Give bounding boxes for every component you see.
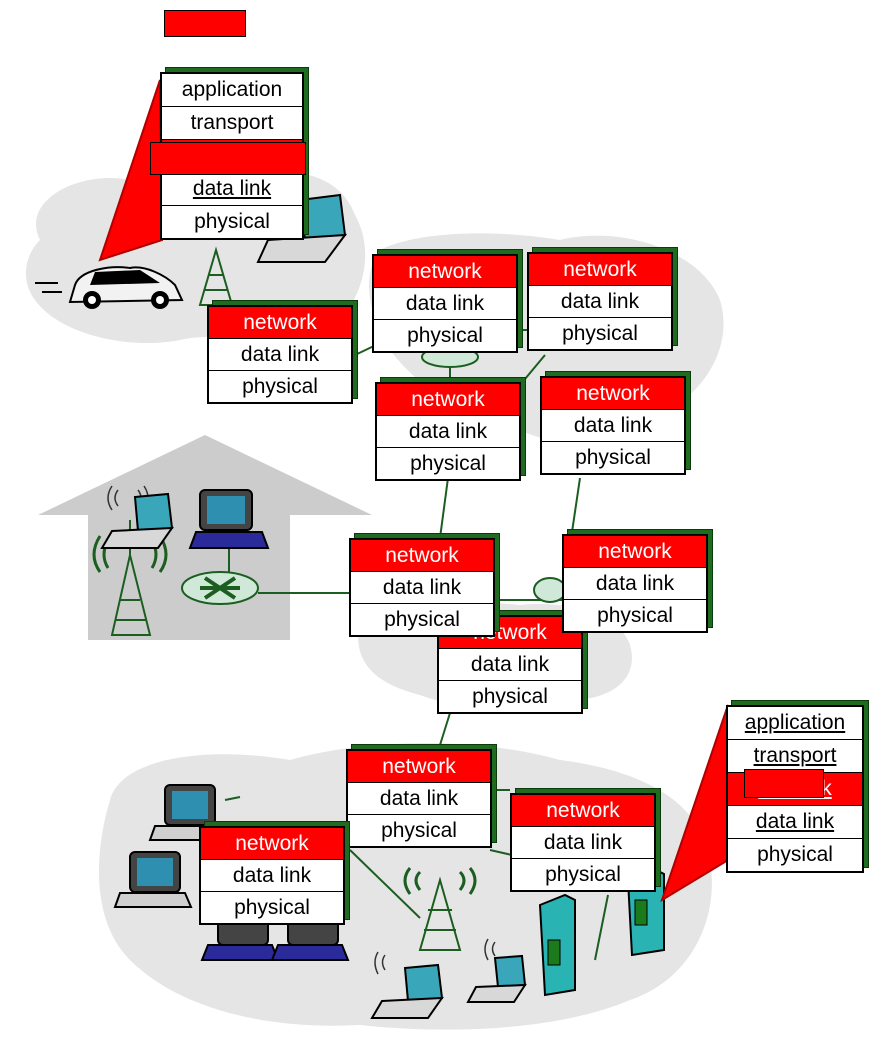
physical-layer: physical: [512, 858, 654, 890]
data-link-layer: data link: [162, 172, 302, 205]
network-layer: network: [564, 536, 706, 567]
router-stack-5: network data link physical: [540, 371, 691, 475]
router-stack-10: network data link physical: [510, 788, 661, 892]
desktop-computer-icon: [113, 851, 193, 908]
data-link-layer: data link: [512, 826, 654, 858]
physical-layer: physical: [209, 370, 351, 402]
antenna-tower-icon: [110, 554, 152, 636]
network-layer: network: [201, 828, 343, 859]
laptop-icon: [256, 193, 348, 263]
transport-layer: transport: [728, 739, 862, 772]
router-stack-11: network data link physical: [199, 821, 350, 925]
physical-layer: physical: [728, 838, 862, 871]
data-link-layer: data link: [542, 409, 684, 441]
wireless-signal-icon: [374, 938, 496, 975]
wireless-signal-icon: [403, 867, 477, 895]
physical-layer: physical: [564, 599, 706, 631]
network-layer: network: [377, 384, 519, 415]
server-network-highlight: [744, 769, 824, 798]
network-layer: network: [529, 254, 671, 285]
transport-layer: transport: [162, 106, 302, 139]
router-stack-1: network data link physical: [207, 300, 358, 404]
router-stack-3: network data link physical: [527, 247, 678, 351]
top-red-bar: [164, 10, 246, 37]
router-icon: [181, 571, 259, 605]
physical-layer: physical: [529, 317, 671, 349]
router-stack-2: network data link physical: [372, 249, 523, 353]
physical-layer: physical: [374, 319, 516, 351]
laptop-icon: [466, 954, 527, 1003]
network-layer: network: [209, 307, 351, 338]
data-link-layer: data link: [564, 567, 706, 599]
router-stack-8: network data link physical: [562, 529, 713, 633]
physical-layer: physical: [348, 814, 490, 846]
network-layer: network: [542, 378, 684, 409]
data-link-layer: data link: [377, 415, 519, 447]
data-link-layer: data link: [529, 285, 671, 317]
network-layer: network: [374, 256, 516, 287]
physical-layer: physical: [162, 205, 302, 238]
application-layer: application: [744, 711, 846, 734]
data-link-layer: data link: [209, 338, 351, 370]
laptop-icon: [100, 492, 174, 549]
router-stack-4: network data link physical: [375, 377, 526, 481]
network-layer: network: [348, 751, 490, 782]
physical-layer: physical: [542, 441, 684, 473]
data-link-layer: data link: [728, 805, 862, 838]
physical-layer: physical: [201, 891, 343, 923]
data-link-layer: data link: [348, 782, 490, 814]
data-link-layer: data link: [374, 287, 516, 319]
top-host-network-highlight: [150, 142, 306, 175]
network-layer: network: [512, 795, 654, 826]
antenna-tower-icon: [418, 876, 462, 951]
data-link-layer: data link: [351, 571, 493, 603]
car-icon: [35, 266, 184, 309]
physical-layer: physical: [351, 603, 493, 635]
desktop-computer-icon: [188, 489, 270, 549]
data-link-layer: data link: [201, 859, 343, 891]
physical-layer: physical: [439, 680, 581, 712]
router-stack-9: network data link physical: [346, 744, 497, 848]
server-icon: [538, 893, 576, 997]
router-stack-6: network data link physical: [349, 533, 500, 637]
data-link-layer: data link: [439, 648, 581, 680]
physical-layer: physical: [377, 447, 519, 479]
laptop-icon: [370, 963, 444, 1019]
application-layer: application: [181, 78, 283, 101]
network-layer: network: [351, 540, 493, 571]
